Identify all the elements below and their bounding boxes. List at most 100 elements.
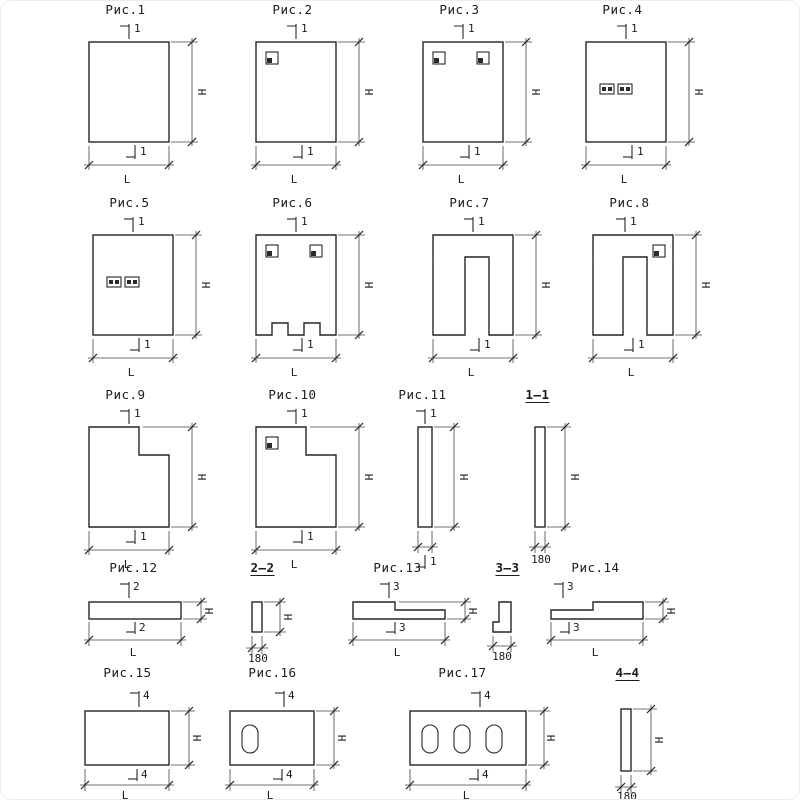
opening-square [265, 244, 279, 258]
figure-2: Рис.2 1 H L 1 [226, 1, 391, 195]
figure-15-title: Рис.15 [103, 665, 152, 680]
h-label: H [467, 608, 480, 615]
section-mark-top: 1 [464, 215, 485, 232]
figure-17: Рис.17 4 H 4 L [396, 664, 561, 799]
section-profile [620, 708, 632, 772]
figure-11-title: Рис.11 [398, 387, 447, 402]
h-label: H [540, 282, 553, 289]
figure-8-title: Рис.8 [609, 195, 650, 210]
section-number: 1 [134, 22, 141, 35]
void-oval [421, 724, 439, 754]
section-4-4: 4—4 H 180 [561, 664, 726, 799]
section-number: 3 [567, 580, 574, 593]
h-label: H [363, 282, 376, 289]
l-label: L [468, 366, 475, 379]
figure-3: Рис.3 1 H L 1 [393, 1, 558, 195]
dimension-width [412, 531, 438, 553]
dimension-l: L [405, 769, 531, 799]
dimension-l: L [88, 339, 178, 379]
section-number: 1 [468, 22, 475, 35]
figure-16-title: Рис.16 [248, 665, 297, 680]
embedded-boxes [106, 276, 140, 288]
section-1-1-drawing: H 180 [529, 422, 582, 566]
section-number: 1 [140, 145, 147, 158]
dimension-180: 180 [246, 636, 268, 665]
section-4-4-drawing: H 180 [615, 704, 666, 799]
h-label: H [458, 474, 471, 481]
section-mark-bottom: 4 [273, 768, 293, 781]
section-mark-top: 4 [130, 689, 150, 707]
dimension-h: H [668, 37, 706, 147]
section-mark-top: 4 [275, 689, 295, 707]
dimension-h: H [528, 706, 558, 770]
section-number: 1 [638, 338, 645, 351]
dimension-h: H [633, 704, 666, 776]
figure-10-drawing: 1 H L 1 [251, 407, 376, 571]
l-label: L [628, 366, 635, 379]
figure-4-drawing: 1 H L 1 [581, 22, 706, 186]
section-mark-bottom: 4 [469, 768, 489, 781]
dimension-h: H [264, 597, 295, 637]
section-mark-bottom: 3 [560, 621, 580, 634]
h-label: H [282, 614, 295, 621]
dimension-l: L [251, 531, 341, 571]
figure-1-drawing: 1 H L 1 [84, 22, 209, 186]
section-mark-bottom: 1 [416, 555, 437, 569]
section-2-2: 2—2 H 180 [196, 559, 361, 665]
figure-7: Рис.7 1 H L 1 [403, 194, 568, 388]
dimension-h: H [434, 422, 471, 532]
opening-square [309, 244, 323, 258]
h-label: H [653, 737, 666, 744]
section-mark-top: 1 [287, 407, 308, 424]
section-profile [534, 426, 546, 528]
section-number: 1 [474, 145, 481, 158]
l-label: L [291, 558, 298, 571]
h-label: H [545, 735, 558, 742]
section-mark-bottom: 1 [126, 530, 147, 544]
figure-9-title: Рис.9 [105, 387, 146, 402]
dimension-l: L [84, 531, 174, 571]
dimension-l: L [251, 146, 341, 186]
dimension-h: H [316, 706, 349, 770]
figure-17-drawing: 4 H 4 L [405, 689, 558, 799]
section-1-1: 1—1 H 180 [471, 386, 636, 580]
panel-outline [417, 426, 433, 528]
figure-1-title: Рис.1 [105, 2, 146, 17]
l-label: L [130, 646, 137, 659]
section-number: 1 [301, 407, 308, 420]
panel-outline [88, 601, 182, 620]
dimension-l: L [428, 339, 518, 379]
h-label: H [530, 89, 543, 96]
section-4-4-title: 4—4 [615, 665, 640, 680]
section-number: 1 [430, 555, 437, 568]
figure-3-title: Рис.3 [439, 2, 480, 17]
dimension-180: 180 [487, 636, 517, 663]
dimension-l: L [84, 146, 174, 186]
section-number: 1 [631, 22, 638, 35]
section-number: 1 [307, 530, 314, 543]
figure-9: Рис.9 1 H L 1 [59, 386, 224, 580]
panel-outline [255, 234, 337, 336]
l-label: L [394, 646, 401, 659]
dimension-h: H [171, 37, 209, 147]
figure-5: Рис.5 1 H L 1 [63, 194, 228, 388]
h-label: H [196, 474, 209, 481]
h-label: H [196, 89, 209, 96]
figure-1: Рис.1 1 H L 1 [59, 1, 224, 195]
dimension-l: L [418, 146, 508, 186]
dimension-l: L [581, 146, 671, 186]
dimension-180: 180 [615, 775, 637, 799]
section-mark-bottom: 1 [130, 338, 151, 352]
h-label: H [569, 474, 582, 481]
section-3-3-title: 3—3 [495, 560, 520, 575]
panel-outline [255, 426, 337, 528]
section-number: 1 [307, 338, 314, 351]
section-2-2-title: 2—2 [250, 560, 275, 575]
opening-square [476, 51, 490, 65]
dimension-h: H [338, 230, 376, 340]
dimension-h: H [399, 597, 480, 624]
panel-outline [88, 426, 170, 528]
dimension-h: H [175, 230, 213, 340]
figure-13-drawing: 3 H 3 L [348, 580, 480, 659]
